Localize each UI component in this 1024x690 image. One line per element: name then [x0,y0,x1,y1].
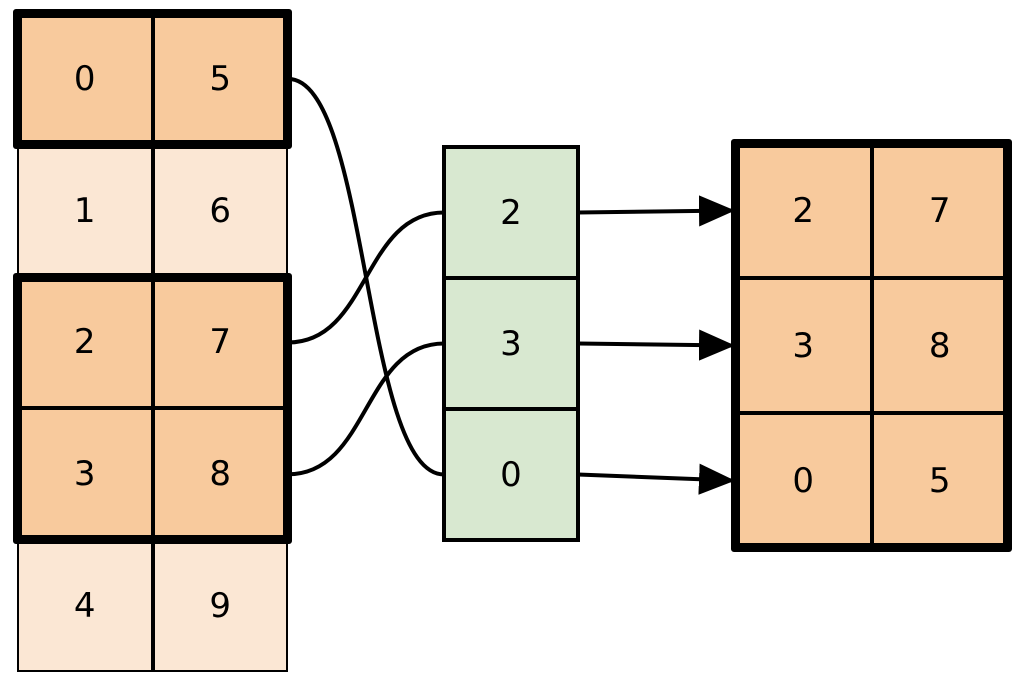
arrow-index2-to-result2 [577,463,735,495]
source-cell-r2-c0: 2 [17,276,153,409]
index-cell-2: 0 [444,409,578,540]
index-cell-0: 2 [444,147,578,278]
curve-group [286,76,446,477]
index-cell-1: 3 [444,278,578,409]
source-cell-r4-c0: 4 [17,540,153,672]
curve-row2-to-index0 [286,210,446,345]
result-cell-r0-c0: 2 [735,143,872,278]
arrow-index0-to-result0 [577,195,735,227]
source-cell-r4-c1: 9 [152,540,288,672]
result-cell-r0-c1: 7 [871,143,1008,278]
source-cell-r0-c0: 0 [17,13,153,145]
arrow-group [577,195,735,495]
arrow-index1-to-result1 [577,329,735,361]
result-cell-r2-c1: 5 [871,413,1008,548]
source-cell-r0-c1: 5 [152,13,288,145]
source-cell-r1-c0: 1 [17,144,153,277]
result-cell-r1-c1: 8 [871,278,1008,413]
source-cell-r3-c0: 3 [17,408,153,541]
curve-row3-to-index1 [286,341,446,477]
result-cell-r2-c0: 0 [735,413,872,548]
